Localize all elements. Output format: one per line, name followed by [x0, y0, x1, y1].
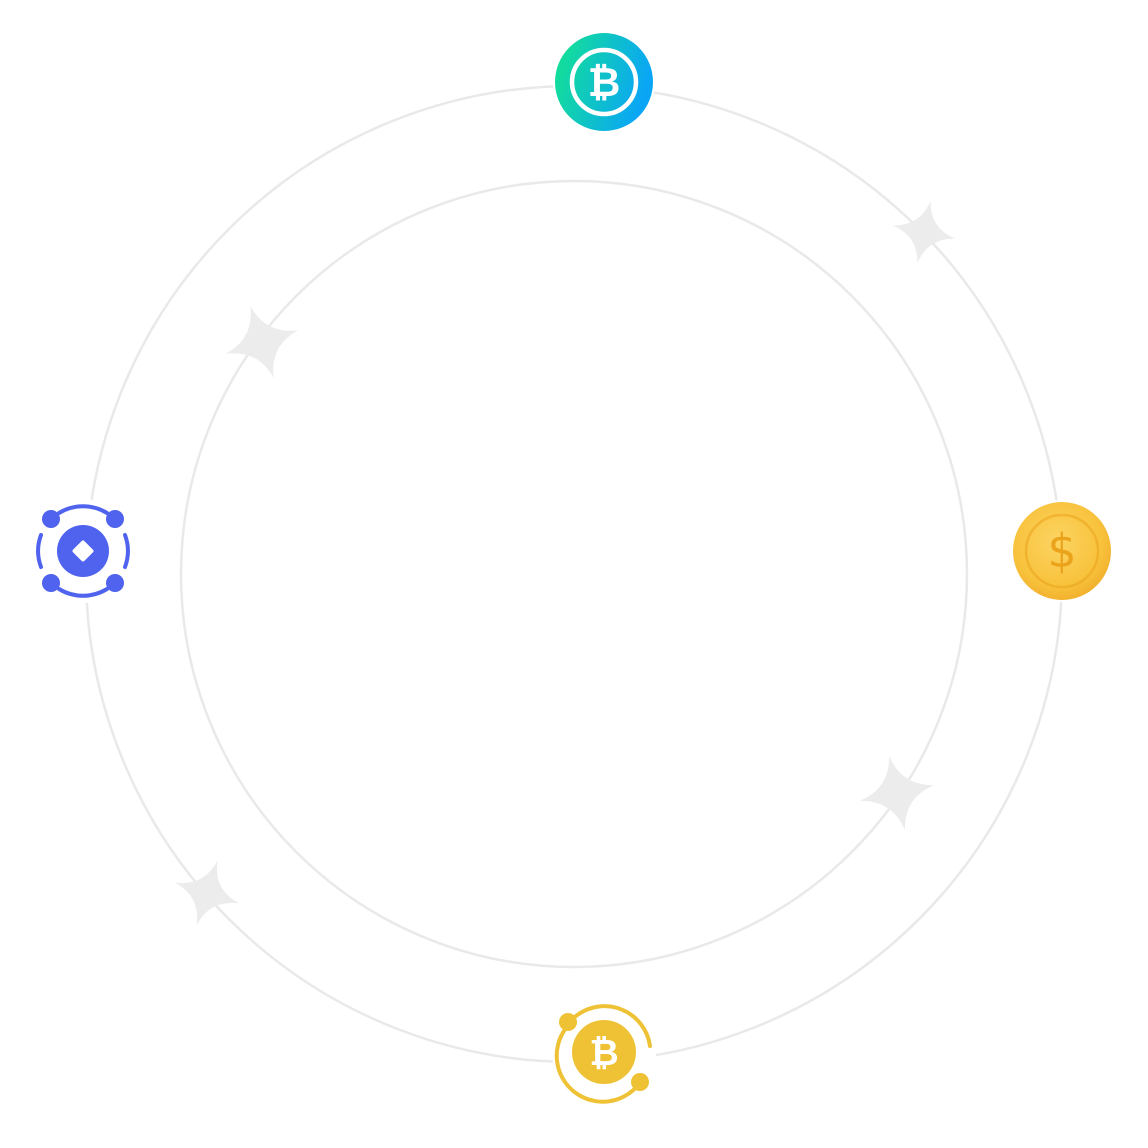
svg-text:₿: ₿ — [588, 60, 621, 106]
svg-text:₿: ₿ — [589, 1033, 618, 1074]
gold-dollar-coin-icon: $ — [1011, 500, 1113, 602]
svg-text:$: $ — [1047, 524, 1076, 578]
sparkle-icon — [225, 305, 299, 379]
bitcoin-gradient-coin-icon: ₿ — [553, 31, 655, 133]
sparkle-icon — [892, 200, 956, 264]
sparkle-icon — [859, 755, 935, 831]
sparkle-icon — [174, 860, 240, 926]
bitcoin-orbit-icon: ₿ — [552, 1000, 656, 1104]
network-diamond-icon — [31, 499, 135, 603]
inner-orbit-ring — [179, 179, 969, 969]
